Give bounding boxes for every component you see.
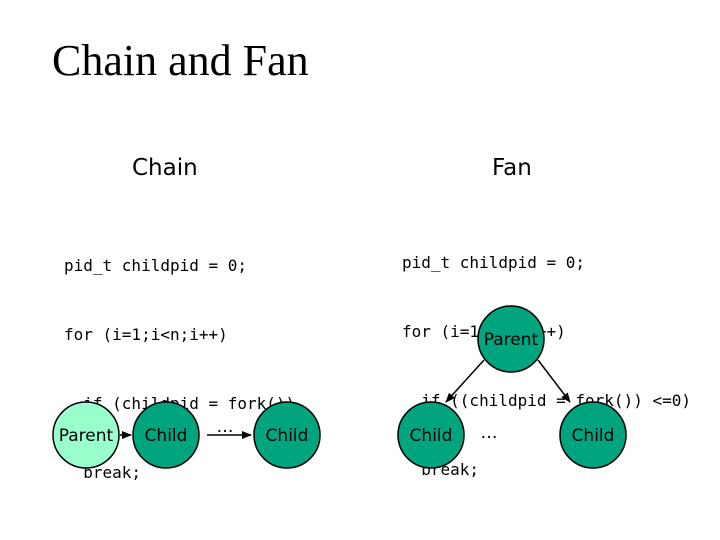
fan-ellipsis: … (481, 423, 498, 443)
chain-code-line: break; (64, 463, 142, 482)
fan-node-parent: Parent (477, 305, 545, 373)
fan-arrow (445, 359, 485, 403)
node-circle (477, 305, 545, 373)
node-label: Child (572, 426, 615, 446)
fan-arrow (537, 359, 571, 403)
fan-heading: Fan (492, 155, 532, 181)
slide-title: Chain and Fan (52, 36, 309, 85)
node-label: Child (410, 426, 453, 446)
fan-node-child: Child (397, 401, 465, 469)
chain-code-line: pid_t childpid = 0; (64, 256, 248, 275)
fan-diagram: Parent Child Child … (397, 305, 627, 469)
chain-heading: Chain (132, 155, 198, 181)
chain-ellipsis: … (217, 417, 234, 437)
node-circle (52, 401, 120, 469)
node-circle (397, 401, 465, 469)
node-circle (253, 401, 321, 469)
node-label: Child (266, 426, 309, 446)
node-circle (559, 401, 627, 469)
fan-code-line: pid_t childpid = 0; (402, 253, 586, 272)
chain-node-child: Child (132, 401, 200, 469)
node-circle (132, 401, 200, 469)
node-label: Parent (59, 426, 114, 446)
fan-node-child: Child (559, 401, 627, 469)
node-label: Child (145, 426, 188, 446)
chain-diagram: Parent Child Child … (52, 401, 321, 469)
chain-code-line: for (i=1;i<n;i++) (64, 325, 228, 344)
chain-node-child: Child (253, 401, 321, 469)
node-label: Parent (484, 330, 539, 350)
chain-node-parent: Parent (52, 401, 120, 469)
